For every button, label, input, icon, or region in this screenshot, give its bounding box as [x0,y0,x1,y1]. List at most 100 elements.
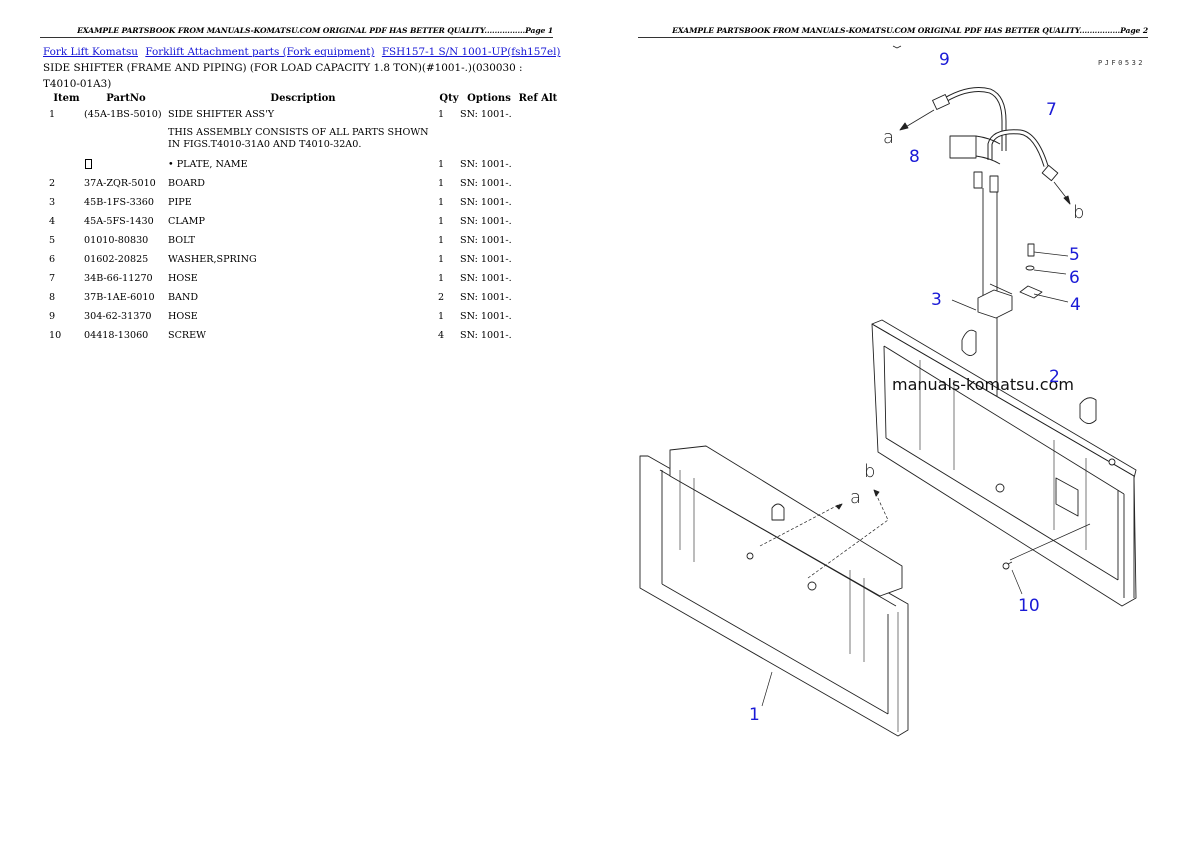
cell-item: 3 [49,197,56,208]
callout-7: 7 [1046,100,1057,120]
cell-qty [438,126,460,157]
connector-letter-a-top: a [883,127,895,148]
cell-options: SN: 1001-. [460,330,512,341]
cell-refalt [518,233,558,252]
cell-partno: 304-62-31370 [84,311,152,322]
cell-description: WASHER,SPRING [168,254,257,265]
cell-partno [84,126,168,157]
hose-7-drawing [987,129,1071,205]
figure-code: PJF0532 [1098,59,1146,67]
table-row: 10 04418-13060 SCREW 4 SN: 1001-. [43,328,558,347]
cell-partno: 34B-66-11270 [84,273,153,284]
connector-letter-b-top: b [1073,202,1085,223]
hose-9-drawing [899,87,1007,151]
cell-refalt [518,271,558,290]
cell-item: 9 [49,311,56,322]
callout-10: 10 [1018,596,1040,616]
cell-description-note: THIS ASSEMBLY CONSISTS OF ALL PARTS SHOW… [168,127,429,150]
cell-qty: 1 [438,197,445,208]
column-header-qty: Qty [439,93,459,104]
column-header-partno: PartNo [106,93,146,104]
connector-letter-b-bottom: b [864,461,876,482]
cell-options: SN: 1001-. [460,311,512,322]
cell-item: 8 [49,292,56,303]
breadcrumb-link-forklift-attachment-parts[interactable]: Forklift Attachment parts (Fork equipmen… [145,46,375,58]
cell-partno: 01602-20825 [84,254,149,265]
column-header-refalt: Ref Alt [518,93,558,104]
cell-options: SN: 1001-. [460,235,512,246]
cell-partno: 01010-80830 [84,235,149,246]
missing-glyph-icon [85,159,92,169]
column-header-item: Item [53,93,80,104]
cell-item [43,157,84,176]
breadcrumb: Fork Lift Komatsu Forklift Attachment pa… [43,45,565,59]
cell-options: SN: 1001-. [460,197,512,208]
callout-6: 6 [1069,268,1080,288]
cell-description: PIPE [168,197,192,208]
table-row: 1 (45A-1BS-5010) SIDE SHIFTER ASS'Y 1 SN… [43,107,558,126]
cell-description: BOARD [168,178,205,189]
section-title: SIDE SHIFTER (FRAME AND PIPING) (FOR LOA… [43,62,523,90]
cell-qty: 1 [438,311,445,322]
page-1-header: EXAMPLE PARTSBOOK FROM MANUALS-KOMATSU.C… [40,25,553,38]
table-row: 9 304-62-31370 HOSE 1 SN: 1001-. [43,309,558,328]
cell-refalt [518,176,558,195]
cell-refalt [518,157,558,176]
cell-refalt [518,328,558,347]
cell-description: • PLATE, NAME [168,159,248,170]
table-row-note: THIS ASSEMBLY CONSISTS OF ALL PARTS SHOW… [43,126,558,157]
cell-options [460,126,518,157]
watermark-text: manuals-komatsu.com [892,375,1074,394]
cell-options: SN: 1001-. [460,159,512,170]
cell-item [43,126,84,157]
callout-4: 4 [1070,295,1081,315]
cell-partno: 37B-1AE-6010 [84,292,155,303]
table-row: 6 01602-20825 WASHER,SPRING 1 SN: 1001-. [43,252,558,271]
cell-options: SN: 1001-. [460,216,512,227]
cell-item: 10 [49,330,62,341]
column-header-description: Description [270,93,336,104]
cell-description: BOLT [168,235,196,246]
cell-description: CLAMP [168,216,205,227]
cell-refalt [518,214,558,233]
table-row: 3 45B-1FS-3360 PIPE 1 SN: 1001-. [43,195,558,214]
callout-3: 3 [931,290,942,310]
exploded-parts-diagram: PJF0532 manuals-komatsu.com 9 7 8 5 6 4 … [620,40,1180,760]
cell-partno [84,157,168,176]
cell-options: SN: 1001-. [460,292,512,303]
cell-item: 4 [49,216,56,227]
callout-2: 2 [1049,367,1060,387]
cell-description: HOSE [168,311,198,322]
callout-8: 8 [909,147,920,167]
table-row: 2 37A-ZQR-5010 BOARD 1 SN: 1001-. [43,176,558,195]
cell-qty: 1 [438,235,445,246]
cell-description: SIDE SHIFTER ASS'Y [168,109,275,120]
table-row: 8 37B-1AE-6010 BAND 2 SN: 1001-. [43,290,558,309]
cell-description: SCREW [168,330,207,341]
page-2-header: EXAMPLE PARTSBOOK FROM MANUALS-KOMATSU.C… [638,25,1148,38]
breadcrumb-link-fork-lift-komatsu[interactable]: Fork Lift Komatsu [43,46,138,58]
table-row: 4 45A-5FS-1430 CLAMP 1 SN: 1001-. [43,214,558,233]
cell-refalt [518,252,558,271]
table-row: 7 34B-66-11270 HOSE 1 SN: 1001-. [43,271,558,290]
breadcrumb-link-fsh157-model[interactable]: FSH157-1 S/N 1001-UP(fsh157el) [381,46,561,58]
frame-1-drawing [639,445,909,737]
cell-options: SN: 1001-. [460,178,512,189]
column-header-options: Options [467,93,511,104]
callout-1: 1 [749,705,760,725]
clamp-assembly-drawing [977,243,1043,319]
parts-table: Item PartNo Description Qty Options Ref … [43,90,558,347]
cell-qty: 1 [438,109,445,120]
side-shifter-drawing [639,45,1137,737]
cell-qty: 1 [438,159,445,170]
cell-partno: (45A-1BS-5010) [84,109,162,120]
cell-description: BAND [168,292,199,303]
cell-partno: 45A-5FS-1430 [84,216,154,227]
callout-5: 5 [1069,245,1080,265]
cell-options: SN: 1001-. [460,109,512,120]
cell-options: SN: 1001-. [460,254,512,265]
cell-item: 5 [49,235,56,246]
cell-qty: 2 [438,292,445,303]
table-row: 5 01010-80830 BOLT 1 SN: 1001-. [43,233,558,252]
cell-refalt [518,195,558,214]
